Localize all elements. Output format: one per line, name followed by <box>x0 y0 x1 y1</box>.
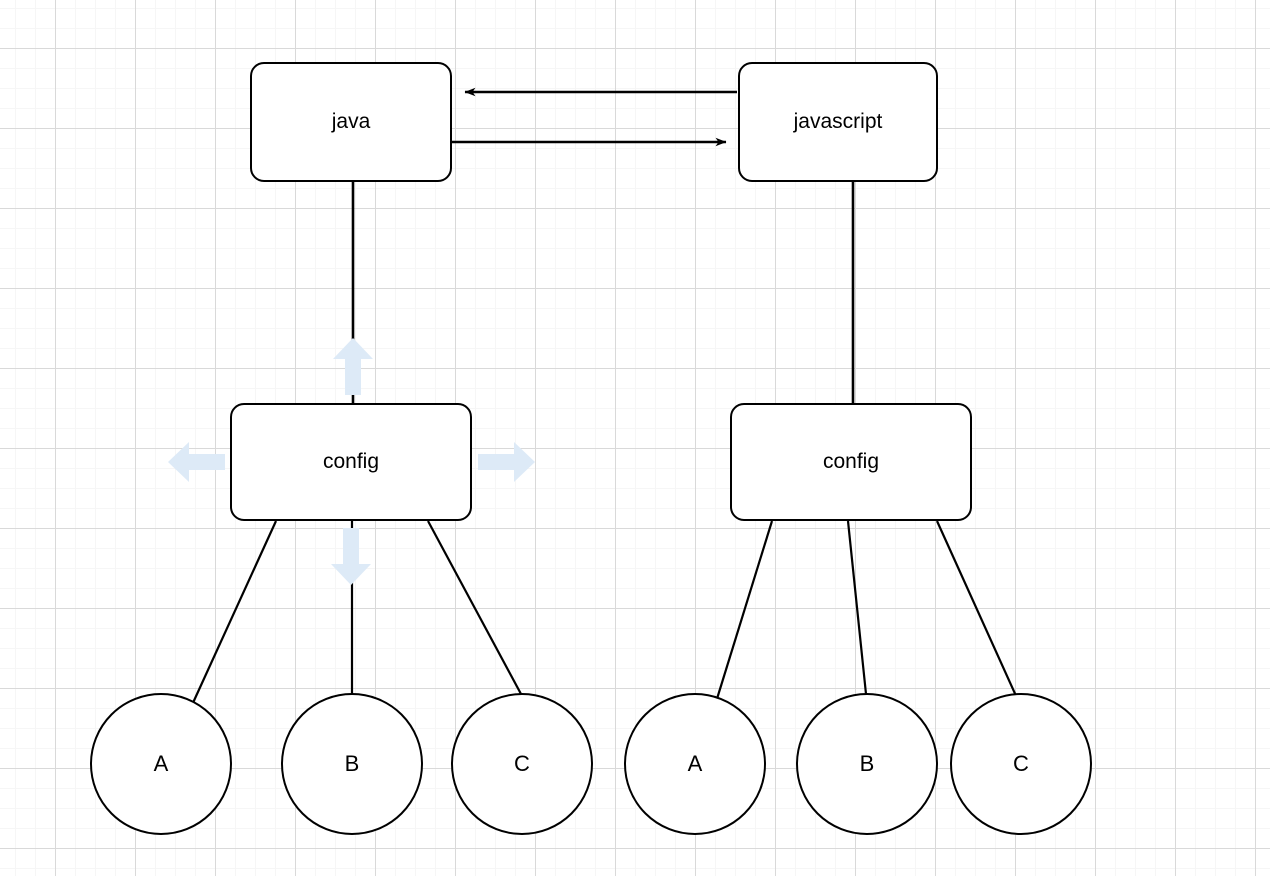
node-left-c[interactable]: C <box>451 693 593 835</box>
node-right-b[interactable]: B <box>796 693 938 835</box>
node-java[interactable]: java <box>250 62 452 182</box>
node-left-b[interactable]: B <box>281 693 423 835</box>
hover-arrow-up-icon[interactable] <box>332 337 374 395</box>
node-left-c-label: C <box>514 751 530 776</box>
node-right-b-label: B <box>859 751 875 776</box>
hover-arrow-right-icon[interactable] <box>478 441 536 483</box>
node-config-left[interactable]: config <box>230 403 472 521</box>
node-left-a[interactable]: A <box>90 693 232 835</box>
node-javascript[interactable]: javascript <box>738 62 938 182</box>
edge-config-left-to-c[interactable] <box>427 520 522 695</box>
node-right-a-label: A <box>687 751 703 776</box>
node-javascript-label: javascript <box>793 110 883 133</box>
node-config-right[interactable]: config <box>730 403 972 521</box>
hover-arrow-down-icon[interactable] <box>330 528 372 586</box>
edge-config-right-to-b[interactable] <box>846 520 868 695</box>
node-left-b-label: B <box>344 751 360 776</box>
node-java-label: java <box>331 110 371 133</box>
node-right-a[interactable]: A <box>624 693 766 835</box>
edge-config-right-to-c[interactable] <box>935 520 1019 699</box>
node-config-left-label: config <box>322 450 380 473</box>
hover-arrow-left-icon[interactable] <box>167 441 225 483</box>
node-right-c-label: C <box>1013 751 1029 776</box>
edge-config-right-to-a[interactable] <box>714 520 774 703</box>
node-left-a-label: A <box>153 751 169 776</box>
node-right-c[interactable]: C <box>950 693 1092 835</box>
node-config-right-label: config <box>822 450 880 473</box>
edge-config-left-to-a[interactable] <box>190 520 278 706</box>
